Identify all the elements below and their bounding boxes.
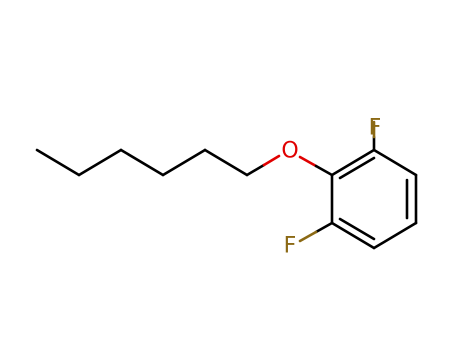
ring-bond-1-inner — [338, 156, 376, 180]
bond-oxygen-ring — [298, 155, 334, 177]
hexyl-chain — [35, 148, 249, 177]
bond-c4-c5 — [161, 148, 207, 177]
oxygen-bond-segment — [262, 154, 281, 167]
bond-ring-fluorine-bottom — [298, 221, 334, 243]
fluorine-bottom-bond-segment — [298, 230, 318, 243]
fluorine-bottom-atom-label: F — [284, 234, 297, 259]
fluorine-top-atom-label: F — [369, 116, 382, 141]
bond-c6-oxygen — [245, 154, 281, 177]
ring-bond-1 — [330, 148, 376, 177]
ring-bond-2 — [372, 148, 418, 177]
bond-c2-c3 — [77, 148, 123, 177]
bond-c1-c2 — [35, 148, 81, 177]
oxygen-ring-bond-segment — [298, 155, 318, 168]
ring-bond-4 — [372, 221, 418, 250]
oxygen-atom-label: O — [281, 139, 298, 164]
bond-c5-c6 — [203, 148, 249, 177]
benzene-ring — [330, 148, 418, 250]
ring-bond-5-inner — [338, 217, 376, 241]
bond-c3-c4 — [119, 148, 165, 177]
ring-bond-5 — [330, 221, 376, 250]
